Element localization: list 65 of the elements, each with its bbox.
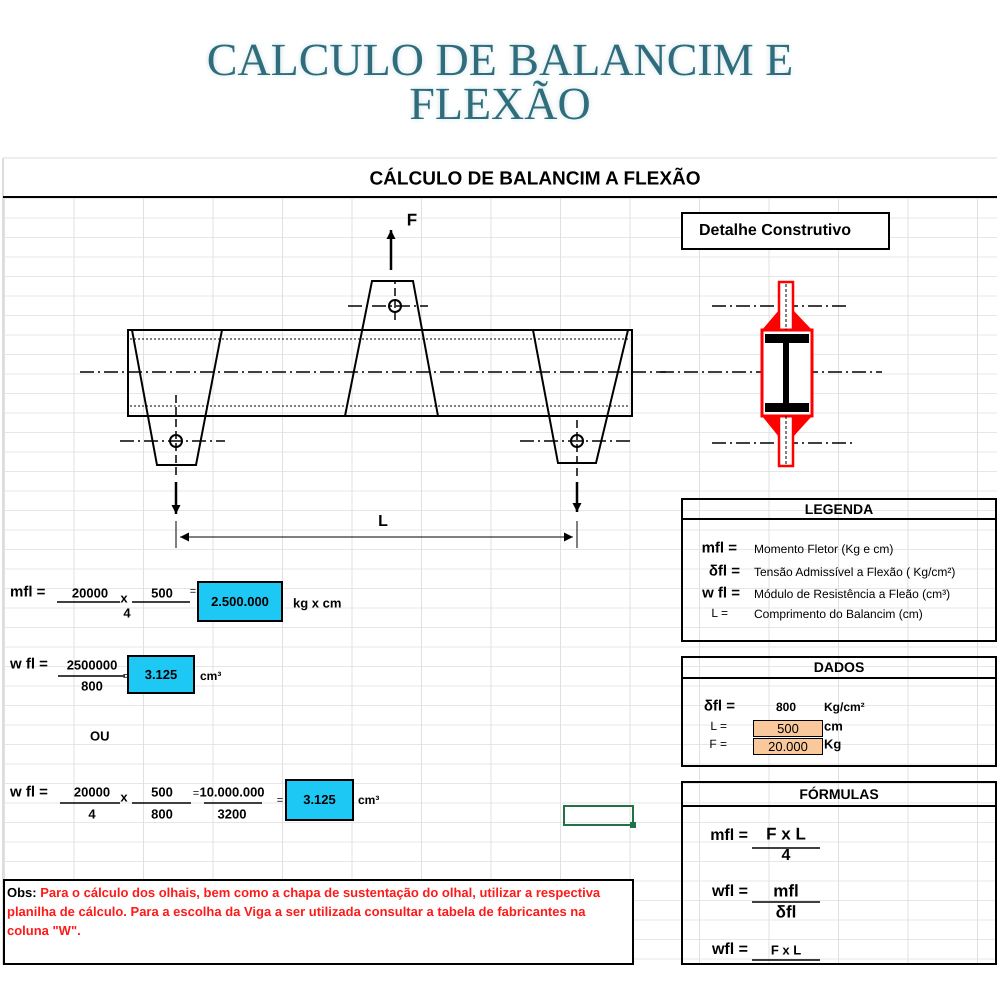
note-box [3,879,634,965]
label-text: 500 [151,586,173,600]
label-text: wfl = [712,884,748,900]
label-text: F = [709,738,727,750]
label-text: x [120,592,128,604]
label-text: w fl = [10,784,48,800]
label-text: L = [711,607,728,619]
label-text: 2500000 [66,658,118,672]
label-text: w fl = [10,656,48,672]
title-box: Detalhe Construtivo [681,212,890,250]
input-cell: 500 [753,720,823,737]
label-text: 20000 [72,586,108,600]
panel-frame [681,781,997,965]
label-text: kg x cm [293,596,342,610]
label-text: Kg/cm² [824,701,865,713]
selected-cell [563,805,634,826]
label-text: mfl = [10,584,46,600]
label-text: 500 [151,786,173,798]
label-text: cm [824,720,843,732]
label-text: F x L [766,826,806,842]
label-text: L [378,514,388,530]
label-text: 20000 [74,786,110,798]
result-cell: 2.500.000 [197,581,283,622]
page-title: CALCULO DE BALANCIM E FLEXÃO [206,38,794,126]
label-text: 800 [776,701,796,713]
label-text: mfl = [710,828,748,844]
label-text: δfl = [708,564,740,578]
panel-title: DADOS [814,658,864,677]
label-text: F [406,212,418,228]
label-text: Kg [824,738,842,750]
input-cell: 20.000 [753,738,823,755]
label-text: 800 [151,808,173,820]
panel-frame [681,498,997,642]
label-text: 4 [88,808,96,820]
label-text: 4 [782,848,790,864]
label-text: 4 [123,606,131,620]
panel-title: LEGENDA [804,500,874,518]
label-text: mfl = [702,540,737,556]
label-text: Comprimento do Balancim (cm) [754,608,923,620]
label-text: OU [90,730,110,742]
label-text: F x L [770,944,802,956]
label-text: L = [710,720,727,732]
panel-frame [681,656,997,767]
label-text: cm³ [358,794,380,806]
label-text: 10.000.000 [199,786,265,798]
panel-title: FÓRMULAS [799,784,879,804]
label-text: 800 [81,680,103,692]
label-text: = [190,586,196,598]
label-text: cm³ [200,670,222,682]
label-text: x [120,790,128,804]
label-text: = [192,788,200,800]
note-text: Obs: Para o cálculo dos olhais, bem como a chapa de sustentação do olhal, utilizar a respectiva planilha de cálculo. Para a escolha da Viga a ser utilizada consultar a tabela de fabricantes na coluna "W". [7,884,602,940]
result-cell: 3.125 [285,779,354,821]
label-text: w fl = [702,586,740,600]
result-cell: 3.125 [127,655,195,694]
label-text: wfl = [712,942,748,958]
label-text: δfl [776,904,796,920]
label-text: Módulo de Resistência a Fleão (cm³) [754,588,950,600]
label-text: mfl [773,882,799,900]
label-text: Tensão Admissível a Flexão ( Kg/cm²) [754,566,956,578]
label-text: = [276,796,284,806]
label-text: δfl = [704,698,735,714]
label-text: 3200 [218,808,246,820]
label-text: Momento Fletor (Kg e cm) [754,543,894,555]
label-text: CÁLCULO DE BALANCIM A FLEXÃO [369,170,701,188]
